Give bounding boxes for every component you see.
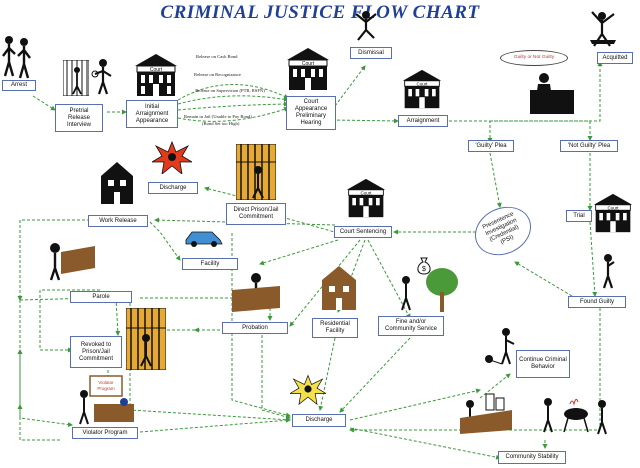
node-court-appearance-preliminary-hearing: Court Appearance Preliminary Hearing (286, 96, 336, 130)
courthouse-illustration: Court (287, 48, 329, 90)
svg-text:Program: Program (97, 386, 115, 391)
svg-text:Court: Court (607, 205, 619, 210)
node-revoked-prison-jail: Revoked to Prison/Jail Commitment (70, 336, 122, 368)
node-probation: Probation (222, 322, 288, 334)
node-found-guilty: Found Guilty (568, 296, 626, 308)
svg-text:$: $ (422, 266, 426, 273)
violator-sign-text: Violator (98, 380, 114, 385)
money-bag-illustration: $ (417, 257, 431, 275)
grieving-figure-illustration (602, 254, 615, 289)
chart-title: CRIMINAL JUSTICE FLOW CHART (160, 2, 480, 23)
courthouse-illustration: Court (346, 178, 386, 218)
jail-cell-illustration (63, 60, 89, 96)
node-residential-facility: Residential Facility (312, 318, 358, 338)
node-not-guilty-plea: 'Not Guilty' Plea (560, 140, 618, 152)
arrest-figures-illustration (2, 36, 31, 79)
release-label: Release on Supervision (PTR, RSFN) (195, 88, 265, 93)
release-label: Remain in Jail (Unable to Pay Bond) (184, 114, 252, 119)
desk-figure-illustration (232, 273, 280, 312)
explosion-illustration (152, 140, 192, 174)
node-pretrial-release-interview: Pretrial Release Interview (55, 104, 103, 132)
node-community-stability: Community Stability (498, 451, 566, 464)
desk-figure-illustration (49, 243, 95, 281)
judge-bench-illustration (530, 73, 574, 114)
courthouse-illustration: Court (593, 193, 633, 233)
prison-bars-illustration (126, 308, 166, 370)
node-guilty-plea: 'Guilty' Plea (468, 140, 514, 152)
thought-bubble: Guilty or Not Guilty (500, 50, 568, 66)
release-label: Release on Cash Bond (196, 54, 238, 59)
house-illustration (101, 162, 133, 204)
svg-text:Court: Court (416, 81, 428, 86)
node-trial: Trial (566, 210, 592, 222)
explosion-illustration (290, 374, 326, 406)
svg-text:Court: Court (150, 67, 163, 73)
officer-figure-illustration (91, 59, 112, 95)
violator-program-desk-illustration: Violator Program (79, 375, 134, 425)
node-fine-community-service: Fine and/or Community Service (378, 316, 444, 336)
jumping-figure-illustration (355, 11, 377, 41)
node-discharge-bottom: Discharge (292, 414, 346, 427)
node-direct-prison-jail-commitment: Direct Prison/Jail Commitment (226, 203, 286, 225)
celebrating-figure-illustration (590, 11, 616, 47)
node-arrest: Arrest (2, 80, 36, 91)
node-acquitted: Acquitted (597, 52, 633, 64)
prison-bars-illustration (236, 144, 276, 200)
node-dismissal: Dismissal (350, 47, 392, 59)
node-arraignment: Arraignment (398, 115, 448, 127)
node-violator-program: Violator Program (72, 427, 138, 439)
brown-house-illustration (322, 266, 356, 310)
police-car-illustration (185, 231, 223, 247)
courthouse-illustration: Court (402, 69, 442, 109)
node-court-sentencing: Court Sentencing (334, 226, 392, 238)
node-initial-arraignment-appearance: Initial Arraignment Appearance (126, 100, 178, 128)
node-facility: Facility (182, 258, 238, 270)
release-label: (Bond Set too High) (202, 121, 240, 126)
svg-text:Court: Court (302, 61, 315, 67)
svg-text:Court: Court (360, 190, 372, 195)
office-worker-illustration (460, 393, 512, 434)
node-discharge-top: Discharge (148, 182, 198, 194)
release-label: Release on Recognizance (194, 72, 241, 77)
node-work-release: Work Release (88, 215, 148, 227)
tree-worker-illustration (401, 268, 458, 312)
courthouse-illustration: Court (135, 54, 177, 96)
node-continue-criminal-behavior: Continue Criminal Behavior (516, 350, 570, 378)
node-parole: Parole (70, 291, 132, 303)
ball-and-chain-figure-illustration (485, 328, 515, 365)
family-barbecue-illustration (543, 398, 607, 435)
